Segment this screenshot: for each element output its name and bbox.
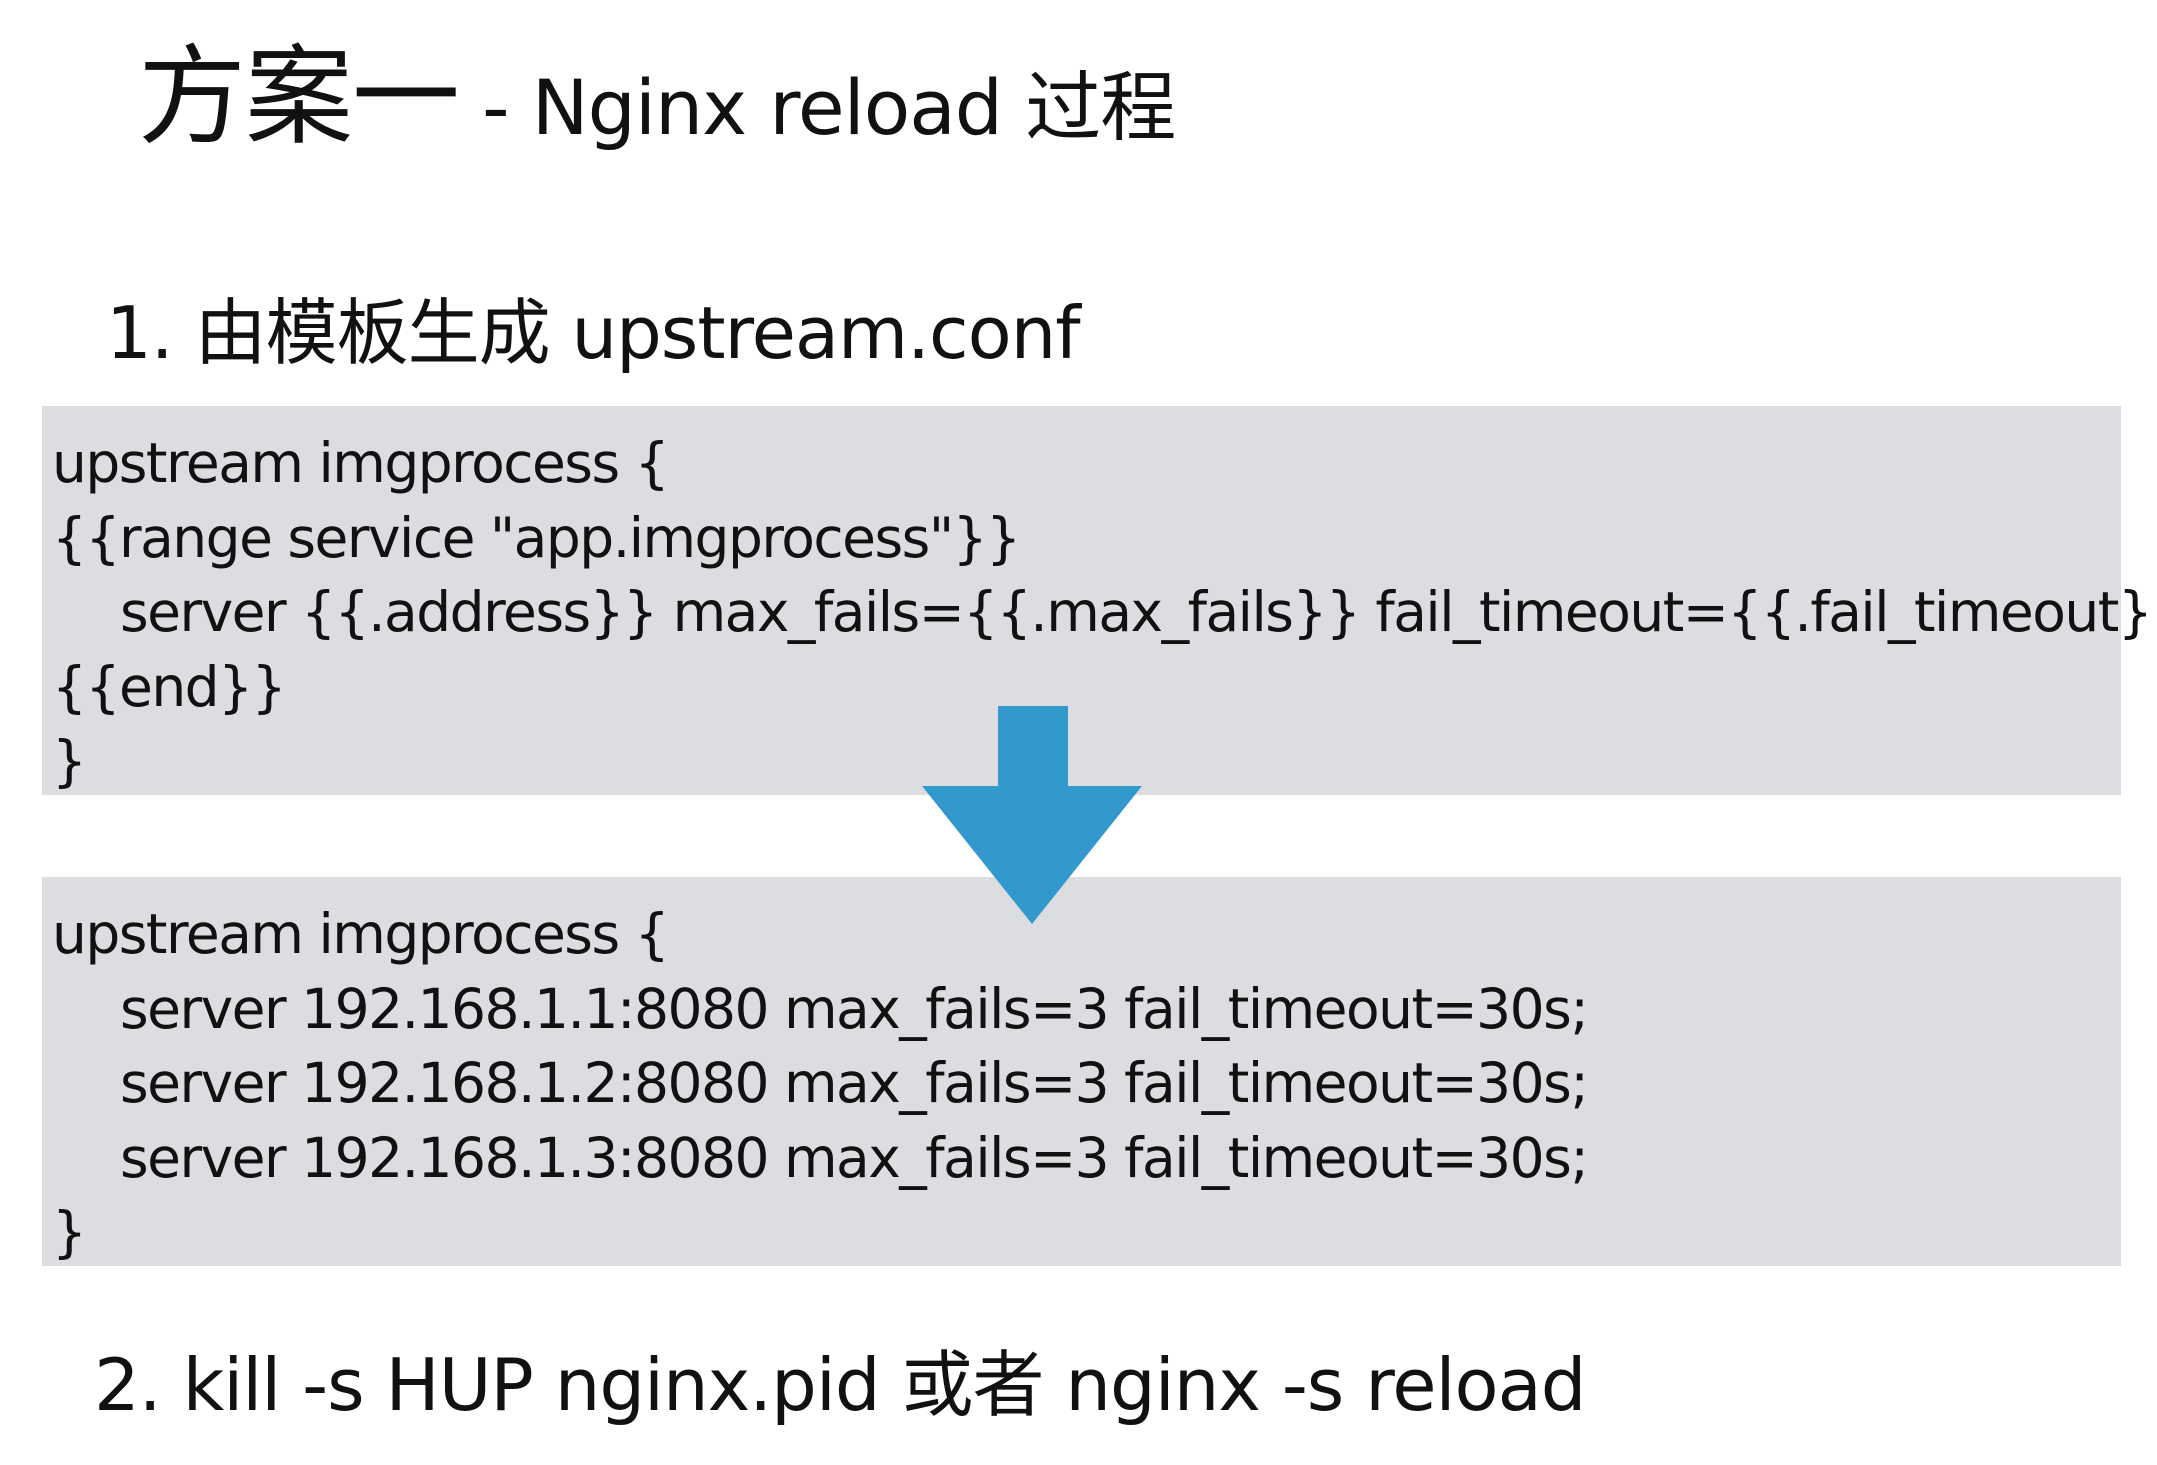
page-title-sub: - Nginx reload 过程 xyxy=(459,63,1176,152)
template-code-line: {{end}} xyxy=(52,654,287,719)
template-code-line: } xyxy=(52,729,87,793)
generated-config-line: upstream imgprocess { xyxy=(52,902,670,966)
generated-config-line: } xyxy=(52,1200,87,1264)
arrow-down-icon xyxy=(922,706,1142,924)
template-code-block: upstream imgprocess { {{range service "a… xyxy=(42,406,2157,795)
page-title-main: 方案一 xyxy=(138,35,460,160)
template-code-line: upstream imgprocess { xyxy=(52,431,670,495)
generated-config-line: server 192.168.1.2:8080 max_fails=3 fail… xyxy=(120,1051,1589,1115)
generated-config-line: server 192.168.1.1:8080 max_fails=3 fail… xyxy=(120,976,1589,1041)
page-title: 方案一 - Nginx reload 过程 xyxy=(138,28,1176,178)
step-1-heading: 1. 由模板生成 upstream.conf xyxy=(106,291,1081,375)
template-code-line: {{range service "app.imgprocess"}} xyxy=(52,505,1021,570)
template-code-line: server {{.address}} max_fails={{.max_fai… xyxy=(120,580,2157,644)
step-2-heading: 2. kill -s HUP nginx.pid 或者 nginx -s rel… xyxy=(94,1343,1586,1427)
generated-config-line: server 192.168.1.3:8080 max_fails=3 fail… xyxy=(120,1125,1589,1190)
generated-config-block: upstream imgprocess { server 192.168.1.1… xyxy=(42,877,2121,1266)
